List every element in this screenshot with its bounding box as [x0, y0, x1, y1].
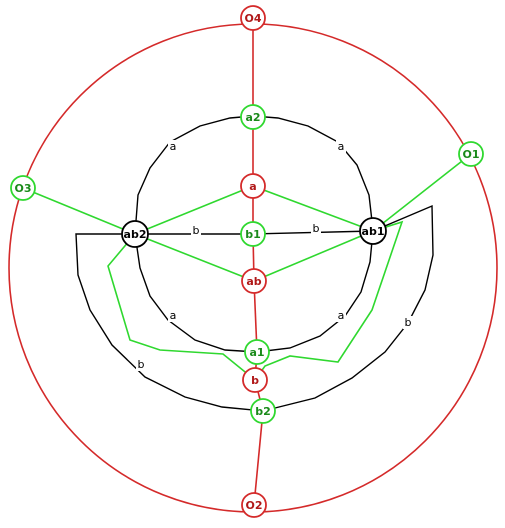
node-b1-label: b1 [245, 228, 261, 241]
node-ab-label: ab [246, 275, 261, 288]
node-O1: O1 [458, 141, 484, 167]
node-O3: O3 [10, 175, 36, 201]
edge-label-b-outer-right: b [405, 316, 412, 329]
edge-label-b-right: b [313, 222, 320, 235]
edge-label-a-upper-left: a [170, 140, 177, 153]
edge-a2-ab1 [252, 115, 374, 231]
black-edges [75, 115, 434, 412]
green-edges [22, 153, 472, 381]
node-b: b [242, 367, 268, 393]
node-a1: a1 [244, 339, 270, 365]
nodes: O4 a2 O1 O3 a ab2 b1 ab1 [10, 5, 484, 518]
edge-label-a-upper-right: a [338, 140, 345, 153]
node-O4: O4 [240, 5, 266, 31]
edge-label-a-lower-left: a [170, 309, 177, 322]
edge-ab-ab1 [253, 230, 374, 282]
node-O2: O2 [241, 492, 267, 518]
node-b2: b2 [250, 398, 276, 424]
node-ab2: ab2 [121, 220, 149, 248]
edge-ab2-b2 [75, 233, 264, 412]
edge-ab2-a [134, 185, 254, 235]
edge-a-ab1 [252, 185, 374, 232]
node-a2-label: a2 [245, 111, 260, 124]
node-ab2-label: ab2 [124, 228, 147, 241]
node-ab1-label: ab1 [362, 225, 385, 238]
edge-ab2-a1 [134, 233, 258, 353]
red-edges [8, 18, 498, 513]
edge-ab2-b-loop [107, 233, 256, 381]
node-a2: a2 [240, 104, 266, 130]
edge-ab2-a2 [134, 115, 254, 235]
edge-O1-ab1 [372, 153, 472, 232]
node-ab1: ab1 [359, 217, 387, 245]
node-a1-label: a1 [249, 346, 264, 359]
node-b-label: b [251, 374, 259, 387]
node-O2-label: O2 [245, 499, 262, 512]
node-b2-label: b2 [255, 405, 271, 418]
node-a-label: a [249, 180, 256, 193]
node-O4-label: O4 [244, 12, 261, 25]
edge-O3-ab2 [22, 187, 136, 235]
edge-b-ab1-loop [254, 220, 404, 381]
node-O1-label: O1 [462, 148, 479, 161]
edge-labels: a a b b a a b b [136, 140, 413, 371]
node-a: a [240, 173, 266, 199]
edge-b2-O2 [253, 410, 264, 506]
edge-label-b-left: b [193, 224, 200, 237]
node-ab: ab [241, 268, 267, 294]
node-b1: b1 [240, 221, 266, 247]
edge-label-a-lower-right: a [338, 309, 345, 322]
edge-ab2-ab [134, 233, 255, 282]
node-O3-label: O3 [14, 182, 31, 195]
edge-label-b-outer-left: b [138, 358, 145, 371]
edge-ab1-b2 [262, 204, 434, 412]
